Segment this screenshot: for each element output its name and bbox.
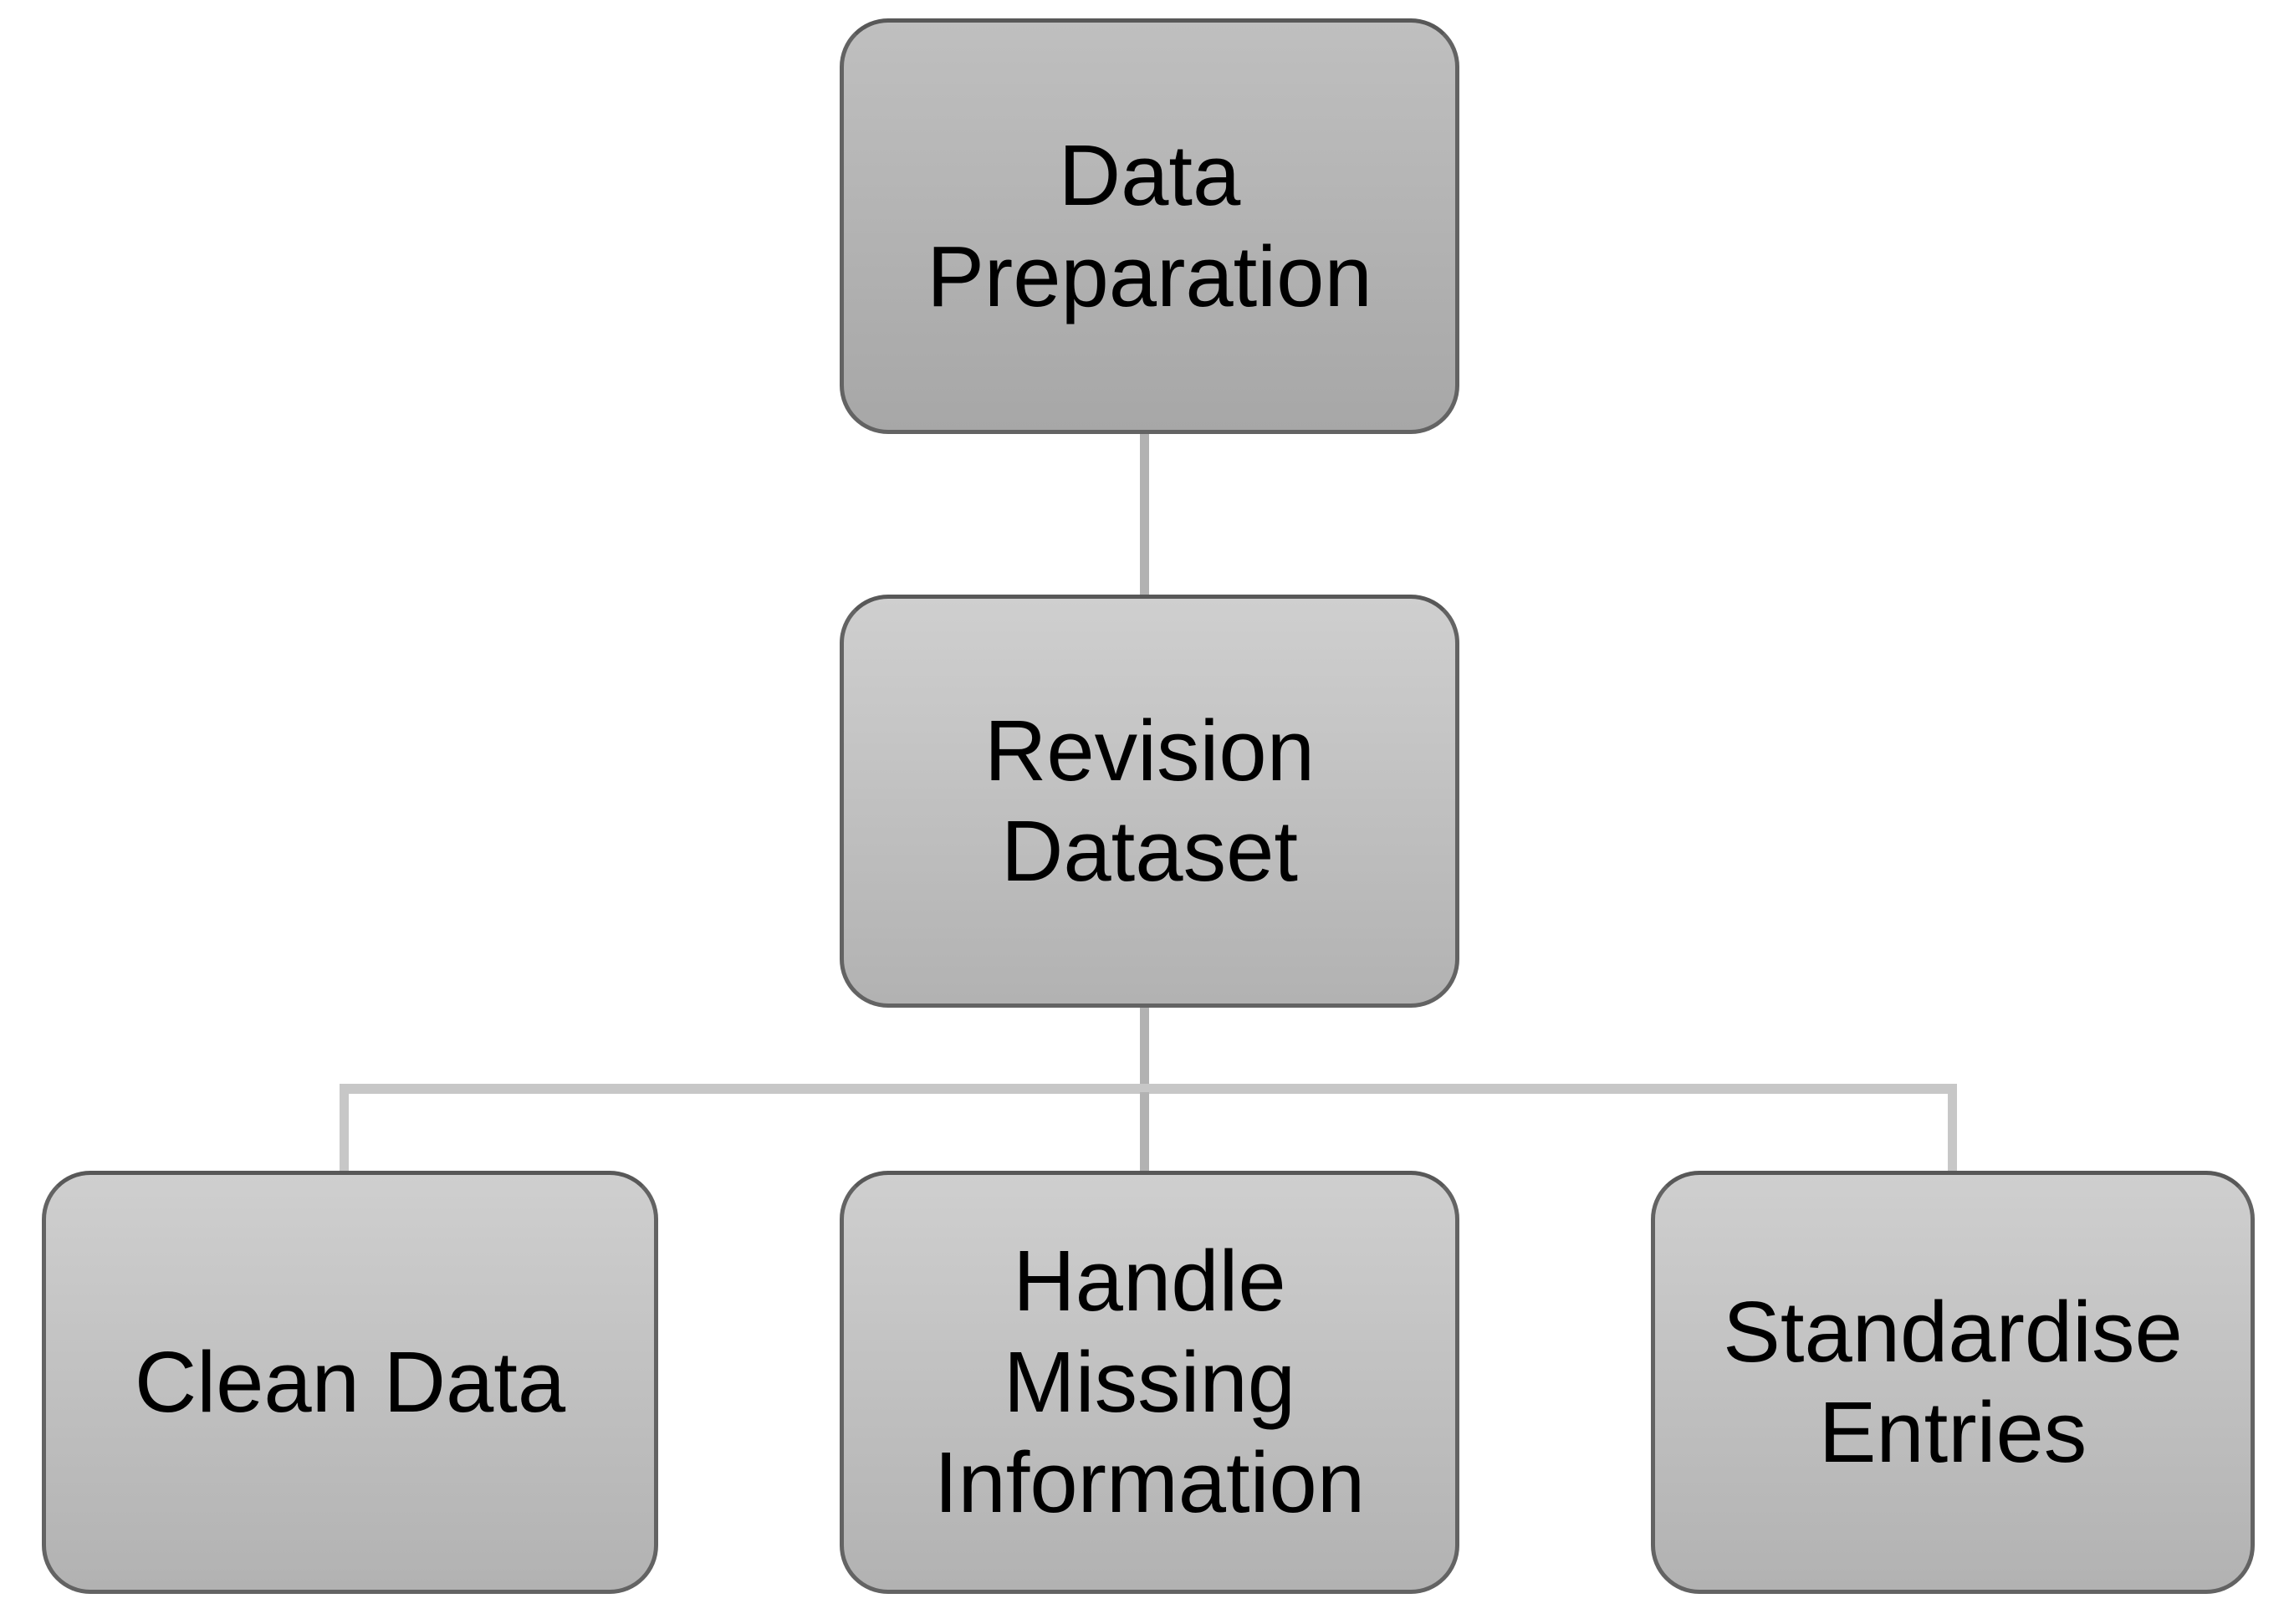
node-handle-missing-information: Handle Missing Information [840,1171,1459,1594]
connector-drop-right [1948,1092,1957,1172]
node-label: Data Preparation [927,127,1372,324]
node-label: Handle Missing Information [933,1233,1366,1531]
node-label: Standardise Entries [1723,1283,2183,1481]
node-label: Revision Dataset [984,702,1315,900]
connector-root-to-child [1140,432,1149,596]
connector-child-stem [1140,1006,1149,1085]
connector-drop-middle [1140,1092,1149,1172]
connector-bus [340,1084,1957,1094]
connector-drop-left [340,1092,349,1172]
node-standardise-entries: Standardise Entries [1651,1171,2255,1594]
node-revision-dataset: Revision Dataset [840,595,1459,1008]
node-label: Clean Data [134,1333,566,1430]
node-clean-data: Clean Data [42,1171,658,1594]
node-data-preparation: Data Preparation [840,18,1459,434]
